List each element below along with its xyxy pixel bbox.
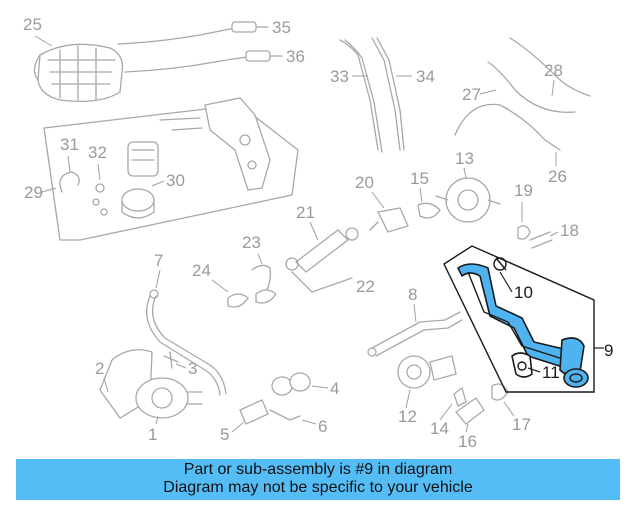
part-valve-drawing [127, 141, 159, 177]
parts-diagram: 25 35 36 31 32 29 30 [23, 15, 613, 451]
callout-9: 9 [604, 341, 613, 360]
callout-2: 2 [95, 359, 104, 378]
caption-line-disclaimer: Diagram may not be specific to your vehi… [163, 479, 473, 496]
part-9-group-frame [443, 245, 595, 393]
part-1-drawing [135, 377, 203, 419]
callout-19: 19 [514, 181, 533, 200]
callout-24: 24 [192, 261, 211, 280]
part-7-drawing [146, 289, 227, 396]
callout-14: 14 [430, 419, 449, 438]
callout-8: 8 [408, 285, 417, 304]
part-21-drawing [295, 229, 349, 273]
callout-31: 31 [60, 135, 79, 154]
callout-11: 11 [542, 363, 560, 382]
part-11-gasket-drawing [511, 352, 533, 378]
part-15-drawing [417, 202, 441, 219]
part-31-drawing [59, 171, 80, 193]
part-16-drawing [455, 397, 485, 425]
callout-12: 12 [398, 407, 417, 426]
part-33-34-drawing [339, 37, 405, 153]
callout-29: 29 [24, 183, 43, 202]
part-14-drawing [453, 387, 467, 407]
callout-7: 7 [154, 251, 163, 270]
part-8-drawing [367, 311, 463, 357]
callout-28: 28 [544, 61, 563, 80]
callout-36: 36 [286, 47, 305, 66]
part-9-flange-highlighted [559, 337, 589, 388]
part-26-28-drawing [454, 37, 591, 151]
caption-line-part: Part or sub-assembly is #9 in diagram [183, 461, 453, 478]
callout-3: 3 [188, 359, 197, 378]
part-12-drawing [397, 355, 457, 389]
part-6-drawing [269, 409, 301, 421]
callout-15: 15 [410, 169, 429, 188]
part-30-drawing [121, 188, 155, 219]
callout-13: 13 [455, 149, 474, 168]
callout-30: 30 [166, 171, 185, 190]
part-20-drawing [369, 207, 409, 233]
part-18-drawing [529, 231, 553, 249]
part-36-drawing [124, 50, 283, 73]
callout-6: 6 [318, 417, 327, 436]
part-25-drawing [33, 43, 124, 103]
part-10-clamp-drawing [493, 257, 507, 271]
callout-21: 21 [296, 203, 315, 222]
callout-20: 20 [355, 173, 374, 192]
part-32-drawing [92, 183, 108, 216]
callout-27: 27 [462, 85, 481, 104]
callout-5: 5 [220, 425, 229, 444]
callout-22: 22 [356, 277, 375, 296]
part-3-drawing [163, 351, 179, 369]
part-19-drawing [517, 225, 531, 240]
part-35-drawing [117, 21, 269, 45]
callout-4: 4 [330, 379, 339, 398]
callout-17: 17 [512, 415, 531, 434]
callout-25: 25 [23, 15, 42, 34]
part-bracket-drawing [159, 97, 271, 191]
callout-1: 1 [148, 425, 157, 444]
part-5-drawing [239, 399, 269, 425]
part-24-drawing [227, 289, 277, 308]
callout-23: 23 [242, 233, 261, 252]
callout-10: 10 [514, 283, 533, 302]
callout-34: 34 [416, 67, 435, 86]
callout-26: 26 [548, 167, 567, 186]
caption-banner: Part or sub-assembly is #9 in diagram Di… [16, 459, 620, 500]
callout-18: 18 [560, 221, 579, 240]
callout-35: 35 [272, 18, 291, 37]
part-22-drawing [285, 227, 359, 293]
part-4-drawing [271, 372, 311, 396]
callout-16: 16 [458, 432, 477, 451]
part-13-drawing [435, 177, 501, 223]
callout-33: 33 [330, 67, 349, 86]
callout-32: 32 [88, 143, 107, 162]
